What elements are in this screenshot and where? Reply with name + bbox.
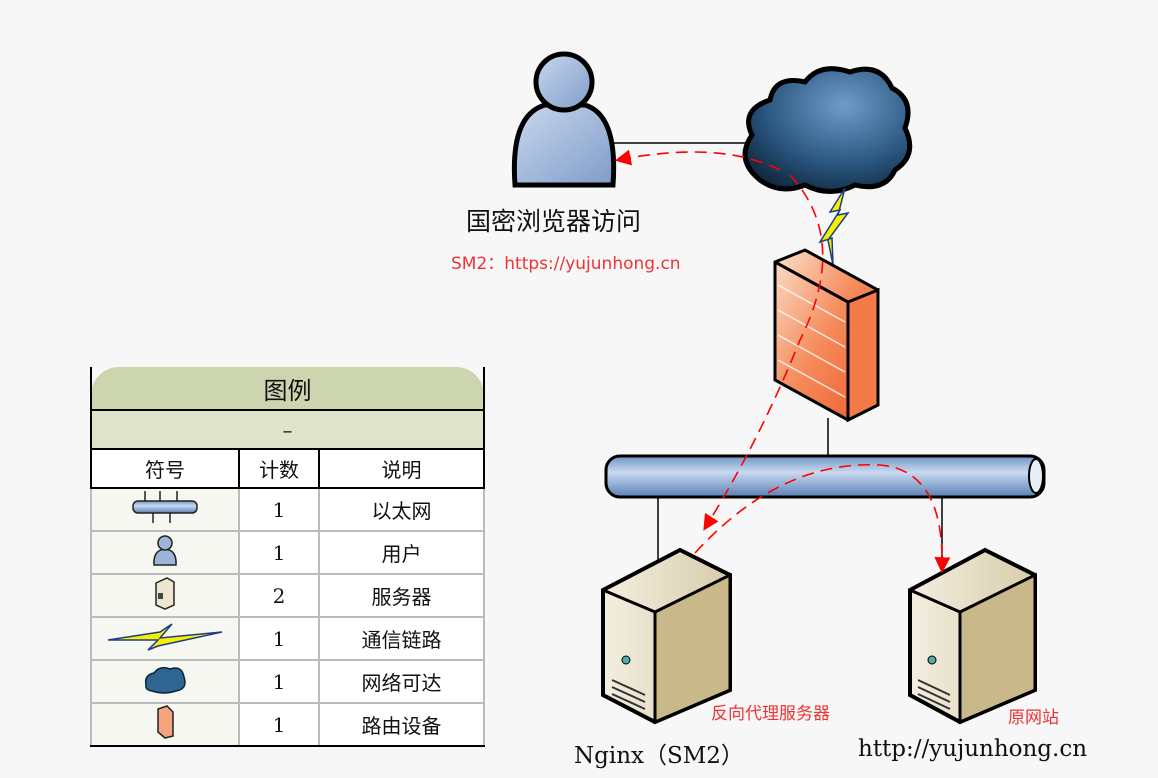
cloud-icon	[742, 66, 913, 194]
user-icon	[511, 51, 617, 188]
legend-title: 图例	[90, 367, 485, 411]
response-arrow-to-user	[614, 149, 781, 171]
legend-row: 1 通信链路	[90, 616, 485, 661]
legend-row: 1 用户	[90, 530, 485, 575]
legend-row: 1 以太网	[90, 487, 485, 532]
legend-count: 1	[238, 530, 320, 575]
legend-table: 图例 – 符号 计数 说明 1 以太网 1 用户 2 服务器 1 通信链路 1 …	[90, 367, 485, 747]
proxy-origin-arrow	[694, 463, 951, 574]
proxy-server-icon	[601, 547, 732, 725]
ethernet-bus-icon	[604, 454, 1046, 499]
legend-count: 2	[238, 573, 320, 618]
legend-header-count: 计数	[238, 448, 320, 489]
user-label: 国密浏览器访问	[466, 207, 642, 236]
firewall-icon	[773, 248, 880, 423]
request-arrow-to-proxy	[703, 174, 824, 531]
legend-header-desc: 说明	[318, 448, 485, 489]
legend-header-symbol: 符号	[90, 448, 240, 489]
legend-row: 2 服务器	[90, 573, 485, 618]
legend-count: 1	[238, 659, 320, 704]
legend-count: 1	[238, 487, 320, 532]
lightning-icon	[107, 623, 223, 651]
legend-desc: 服务器	[318, 573, 485, 618]
cloud-icon	[144, 666, 186, 694]
origin-name: http://yujunhong.cn	[858, 736, 1088, 762]
server-icon	[155, 577, 175, 610]
legend-desc: 用户	[318, 530, 485, 575]
proxy-label: 反向代理服务器	[711, 704, 830, 724]
legend-count: 1	[238, 616, 320, 661]
ethernet-icon	[132, 491, 198, 523]
legend-count: 1	[238, 702, 320, 747]
legend-desc: 路由设备	[318, 702, 485, 747]
user-sublabel: SM2：https://yujunhong.cn	[451, 254, 681, 274]
origin-server-icon	[908, 547, 1037, 725]
legend-desc: 以太网	[318, 487, 485, 532]
legend-subtitle: –	[90, 409, 485, 450]
legend-desc: 网络可达	[318, 659, 485, 704]
legend-row: 1 网络可达	[90, 659, 485, 704]
origin-label: 原网站	[1008, 708, 1059, 728]
legend-row: 1 路由设备	[90, 702, 485, 747]
firewall-icon	[157, 705, 174, 739]
proxy-name: Nginx（SM2）	[574, 743, 744, 769]
user-icon	[153, 535, 177, 566]
legend-desc: 通信链路	[318, 616, 485, 661]
lightning-icon	[818, 187, 850, 266]
